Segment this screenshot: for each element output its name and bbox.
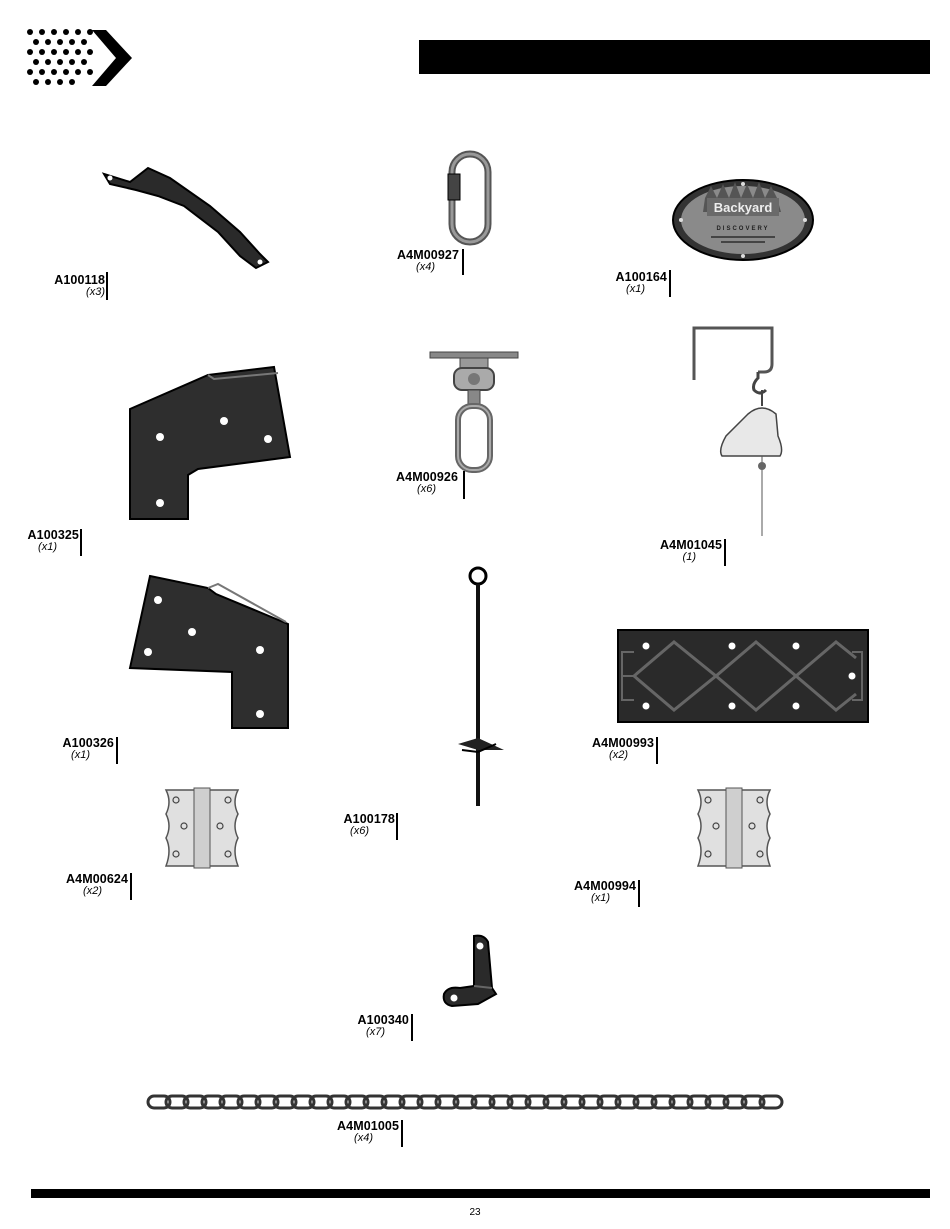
label-tick [656, 737, 658, 764]
label-tick [411, 1014, 413, 1041]
corner-plate-illustration [128, 365, 296, 521]
bracing-plate-illustration [616, 628, 870, 724]
part-qty: (x4) [370, 262, 459, 273]
part-code: A4M00993 [562, 736, 654, 750]
quick-link-illustration [444, 150, 496, 246]
part-label-A4M00993: A4M00993 (x2) [562, 736, 654, 761]
label-tick [80, 529, 82, 556]
part-code: A4M00926 [368, 470, 458, 484]
part-label-A100326: A100326 (x1) [30, 736, 114, 761]
part-qty: (x1) [2, 542, 79, 553]
part-code: A100178 [312, 812, 395, 826]
bell-illustration [688, 324, 780, 538]
part-qty: (x6) [312, 826, 395, 837]
part-label-A4M01005: A4M01005 (x4) [306, 1119, 399, 1144]
plaque-brand: Backyard [714, 200, 773, 215]
part-code: A100340 [326, 1013, 409, 1027]
label-tick [724, 539, 726, 566]
part-code: A100326 [30, 736, 114, 750]
part-qty: (x2) [562, 750, 654, 761]
label-tick [638, 880, 640, 907]
part-qty: (x1) [544, 893, 636, 904]
part-code: A4M01005 [306, 1119, 399, 1133]
swing-hanger-illustration [428, 350, 520, 474]
plaque-illustration: Backyard DISCOVERY [671, 178, 815, 262]
label-tick [130, 873, 132, 900]
part-label-A4M00926: A4M00926 (x6) [368, 470, 458, 495]
part-qty: (x7) [326, 1027, 409, 1038]
part-qty: (x1) [585, 284, 667, 295]
header-bar [419, 40, 930, 74]
footer-bar [31, 1189, 930, 1198]
hinge-illustration [162, 786, 242, 870]
page-number: 23 [0, 1207, 950, 1218]
corner-plate-illustration [128, 574, 294, 730]
part-qty: (x3) [20, 287, 105, 298]
label-tick [106, 272, 108, 300]
label-tick [396, 813, 398, 840]
part-code: A4M00624 [34, 872, 128, 886]
angle-bracket-illustration [440, 932, 504, 1012]
part-code: A4M00994 [544, 879, 636, 893]
header-arrow-logo [26, 28, 136, 90]
label-tick [669, 270, 671, 297]
ground-stake-illustration [456, 566, 508, 810]
part-label-A4M00994: A4M00994 (x1) [544, 879, 636, 904]
hinge-illustration [694, 786, 774, 870]
part-code: A4M01045 [634, 538, 722, 552]
part-label-A4M01045: A4M01045 (1) [634, 538, 722, 563]
part-code: A100164 [585, 270, 667, 284]
part-label-A100178: A100178 (x6) [312, 812, 395, 837]
label-tick [463, 471, 465, 499]
part-label-A4M00927: A4M00927 (x4) [370, 248, 459, 273]
part-code: A100325 [2, 528, 79, 542]
part-qty: (1) [634, 552, 722, 563]
part-qty: (x2) [34, 886, 128, 897]
part-label-A100164: A100164 (x1) [585, 270, 667, 295]
part-qty: (x6) [368, 484, 458, 495]
plaque-subtitle: DISCOVERY [716, 226, 769, 232]
part-code: A100118 [20, 273, 105, 287]
label-tick [116, 737, 118, 764]
handle-illustration [100, 162, 275, 272]
label-tick [462, 249, 464, 275]
part-qty: (x4) [306, 1133, 399, 1144]
part-label-A4M00624: A4M00624 (x2) [34, 872, 128, 897]
chain-illustration [146, 1093, 788, 1111]
part-label-A100325: A100325 (x1) [2, 528, 79, 553]
part-label-A100118: A100118 (x3) [20, 273, 105, 298]
part-code: A4M00927 [370, 248, 459, 262]
part-qty: (x1) [30, 750, 114, 761]
label-tick [401, 1120, 403, 1147]
part-label-A100340: A100340 (x7) [326, 1013, 409, 1038]
